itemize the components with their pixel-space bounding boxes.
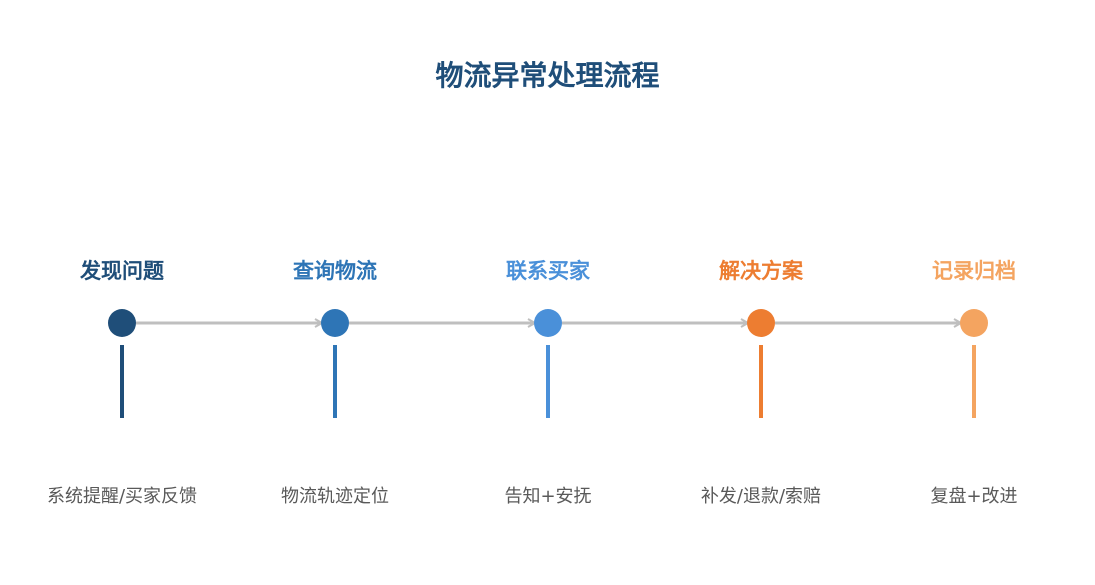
step-3-description: 告知+安抚 — [504, 486, 592, 507]
step-3-dot — [534, 309, 562, 337]
step-1-description: 系统提醒/买家反馈 — [46, 486, 198, 507]
step-3-title: 联系买家 — [506, 259, 590, 283]
step-2-title: 查询物流 — [293, 259, 377, 283]
step-5-title: 记录归档 — [932, 259, 1016, 283]
step-1-title: 发现问题 — [80, 259, 164, 283]
step-4-title: 解决方案 — [719, 259, 803, 283]
diagram-title: 物流异常处理流程 — [435, 59, 660, 92]
step-4-dot — [747, 309, 775, 337]
step-node-1 — [108, 309, 136, 418]
step-4-description: 补发/退款/索赔 — [700, 486, 822, 507]
step-node-3 — [534, 309, 562, 418]
step-1-dot — [108, 309, 136, 337]
step-5-description: 复盘+改进 — [930, 486, 1018, 507]
step-node-5 — [960, 309, 988, 418]
step-node-4 — [747, 309, 775, 418]
step-5-dot — [960, 309, 988, 337]
step-2-dot — [321, 309, 349, 337]
step-node-2 — [321, 309, 349, 418]
step-2-description: 物流轨迹定位 — [281, 486, 389, 507]
